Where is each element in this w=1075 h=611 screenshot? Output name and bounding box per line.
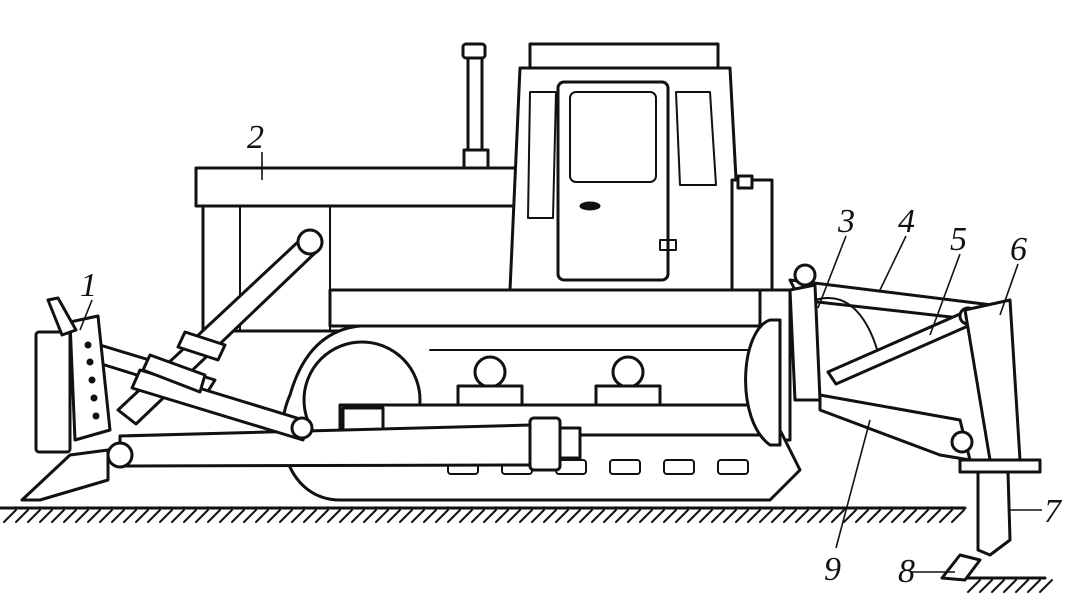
ground <box>0 506 1053 593</box>
label-7: 7 <box>1044 493 1063 530</box>
label-6: 6 <box>1010 231 1027 268</box>
ripper-assembly <box>788 263 1042 582</box>
label-3: 3 <box>837 203 855 240</box>
track-assembly <box>280 324 802 502</box>
label-8: 8 <box>898 553 915 590</box>
cab <box>508 42 774 292</box>
label-4: 4 <box>898 203 915 240</box>
callout-leaders <box>79 152 1042 573</box>
exhaust-pipe <box>461 42 490 170</box>
label-2: 2 <box>247 119 264 156</box>
dozer-blade <box>20 296 134 502</box>
blade-lift-cylinders <box>93 228 324 442</box>
tractor-frame <box>328 288 792 442</box>
label-5: 5 <box>950 221 967 258</box>
label-1: 1 <box>80 267 97 304</box>
rear-sprocket <box>744 318 782 447</box>
label-9: 9 <box>824 551 841 588</box>
